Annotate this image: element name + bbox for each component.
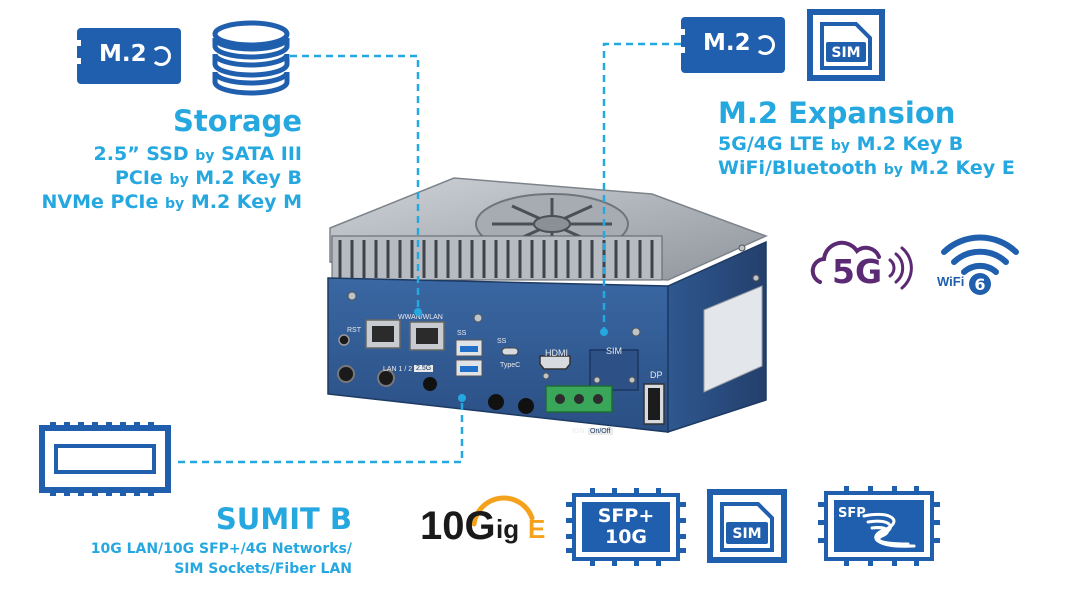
5g-cloud-icon bbox=[810, 240, 913, 290]
embedded-pc-device bbox=[327, 177, 768, 434]
sim-label-bottom: SIM bbox=[732, 526, 761, 542]
device-label-typec: TypeC bbox=[500, 362, 521, 369]
expansion-feature-list: 5G/4G LTE by M.2 Key B WiFi/Bluetooth by… bbox=[718, 132, 1015, 180]
sfp-plus-line1: SFP+ bbox=[597, 505, 655, 527]
device-label-dp: DP bbox=[650, 370, 663, 380]
sfp-module-icon: SFP bbox=[818, 486, 940, 566]
device-label-ss1: SS bbox=[457, 330, 467, 337]
device-label-lan-speed: 2.5G bbox=[414, 365, 434, 372]
sumit-line: SIM Sockets/Fiber LAN bbox=[174, 561, 352, 578]
sumit-connector-icon bbox=[39, 422, 171, 496]
device-label-ss2: SS bbox=[497, 338, 507, 345]
device-label-ign: IGN bbox=[572, 428, 585, 435]
sfp-plus-line2: 10G bbox=[604, 526, 648, 548]
storage-feature-list: 2.5” SSD by SATA III PCIe by M.2 Key B N… bbox=[0, 142, 302, 214]
m2-card-label: M.2 bbox=[99, 41, 147, 67]
gige-logo-mid: ig bbox=[496, 514, 520, 544]
device-label-hdmi: HDMI bbox=[545, 348, 568, 358]
gige-swoosh-icon bbox=[471, 495, 535, 527]
sfp-plus-chip-icon bbox=[566, 488, 686, 566]
storage-line: NVMe PCIe by M.2 Key M bbox=[41, 191, 302, 214]
expansion-line: 5G/4G LTE by M.2 Key B bbox=[718, 133, 964, 155]
sumit-line: 10G LAN/10G SFP+/4G Networks/ bbox=[90, 541, 352, 557]
device-label-onoff: On/Off bbox=[588, 428, 613, 435]
storage-title: Storage bbox=[173, 104, 302, 138]
sim-card-icon: SIM bbox=[707, 489, 787, 563]
5g-logo-text: 5G bbox=[832, 252, 883, 291]
expansion-title: M.2 Expansion bbox=[718, 96, 956, 130]
sim-label: SIM bbox=[831, 45, 860, 61]
wifi-logo-text: WiFi bbox=[937, 274, 965, 289]
device-label-rst: RST bbox=[347, 327, 361, 334]
storage-line: PCIe by M.2 Key B bbox=[114, 167, 302, 190]
sfp-badge-label: SFP bbox=[838, 506, 866, 521]
database-icon bbox=[212, 20, 290, 96]
m2-card-icon: M.2 bbox=[677, 17, 785, 73]
sumit-feature-list: 10G LAN/10G SFP+/4G Networks/ SIM Socket… bbox=[0, 539, 352, 580]
m2-card-label: M.2 bbox=[703, 30, 751, 56]
storage-line: 2.5” SSD by SATA III bbox=[93, 143, 302, 165]
expansion-line: WiFi/Bluetooth by M.2 Key E bbox=[718, 157, 1015, 180]
sumit-title: SUMIT B bbox=[215, 502, 352, 536]
device-label-wwan: WWAN/WLAN bbox=[398, 314, 443, 321]
device-label-sim: SIM bbox=[606, 346, 623, 356]
wifi-version: 6 bbox=[974, 275, 985, 294]
device-label-lan: LAN 1 / 2 bbox=[383, 366, 413, 373]
gige-logo-prefix: 10G bbox=[420, 504, 496, 548]
gige-logo-suffix: E bbox=[528, 514, 546, 544]
m2-card-icon: M.2 bbox=[73, 28, 181, 84]
sim-card-icon: SIM bbox=[807, 9, 885, 81]
wifi-icon: 6 bbox=[941, 234, 1019, 295]
